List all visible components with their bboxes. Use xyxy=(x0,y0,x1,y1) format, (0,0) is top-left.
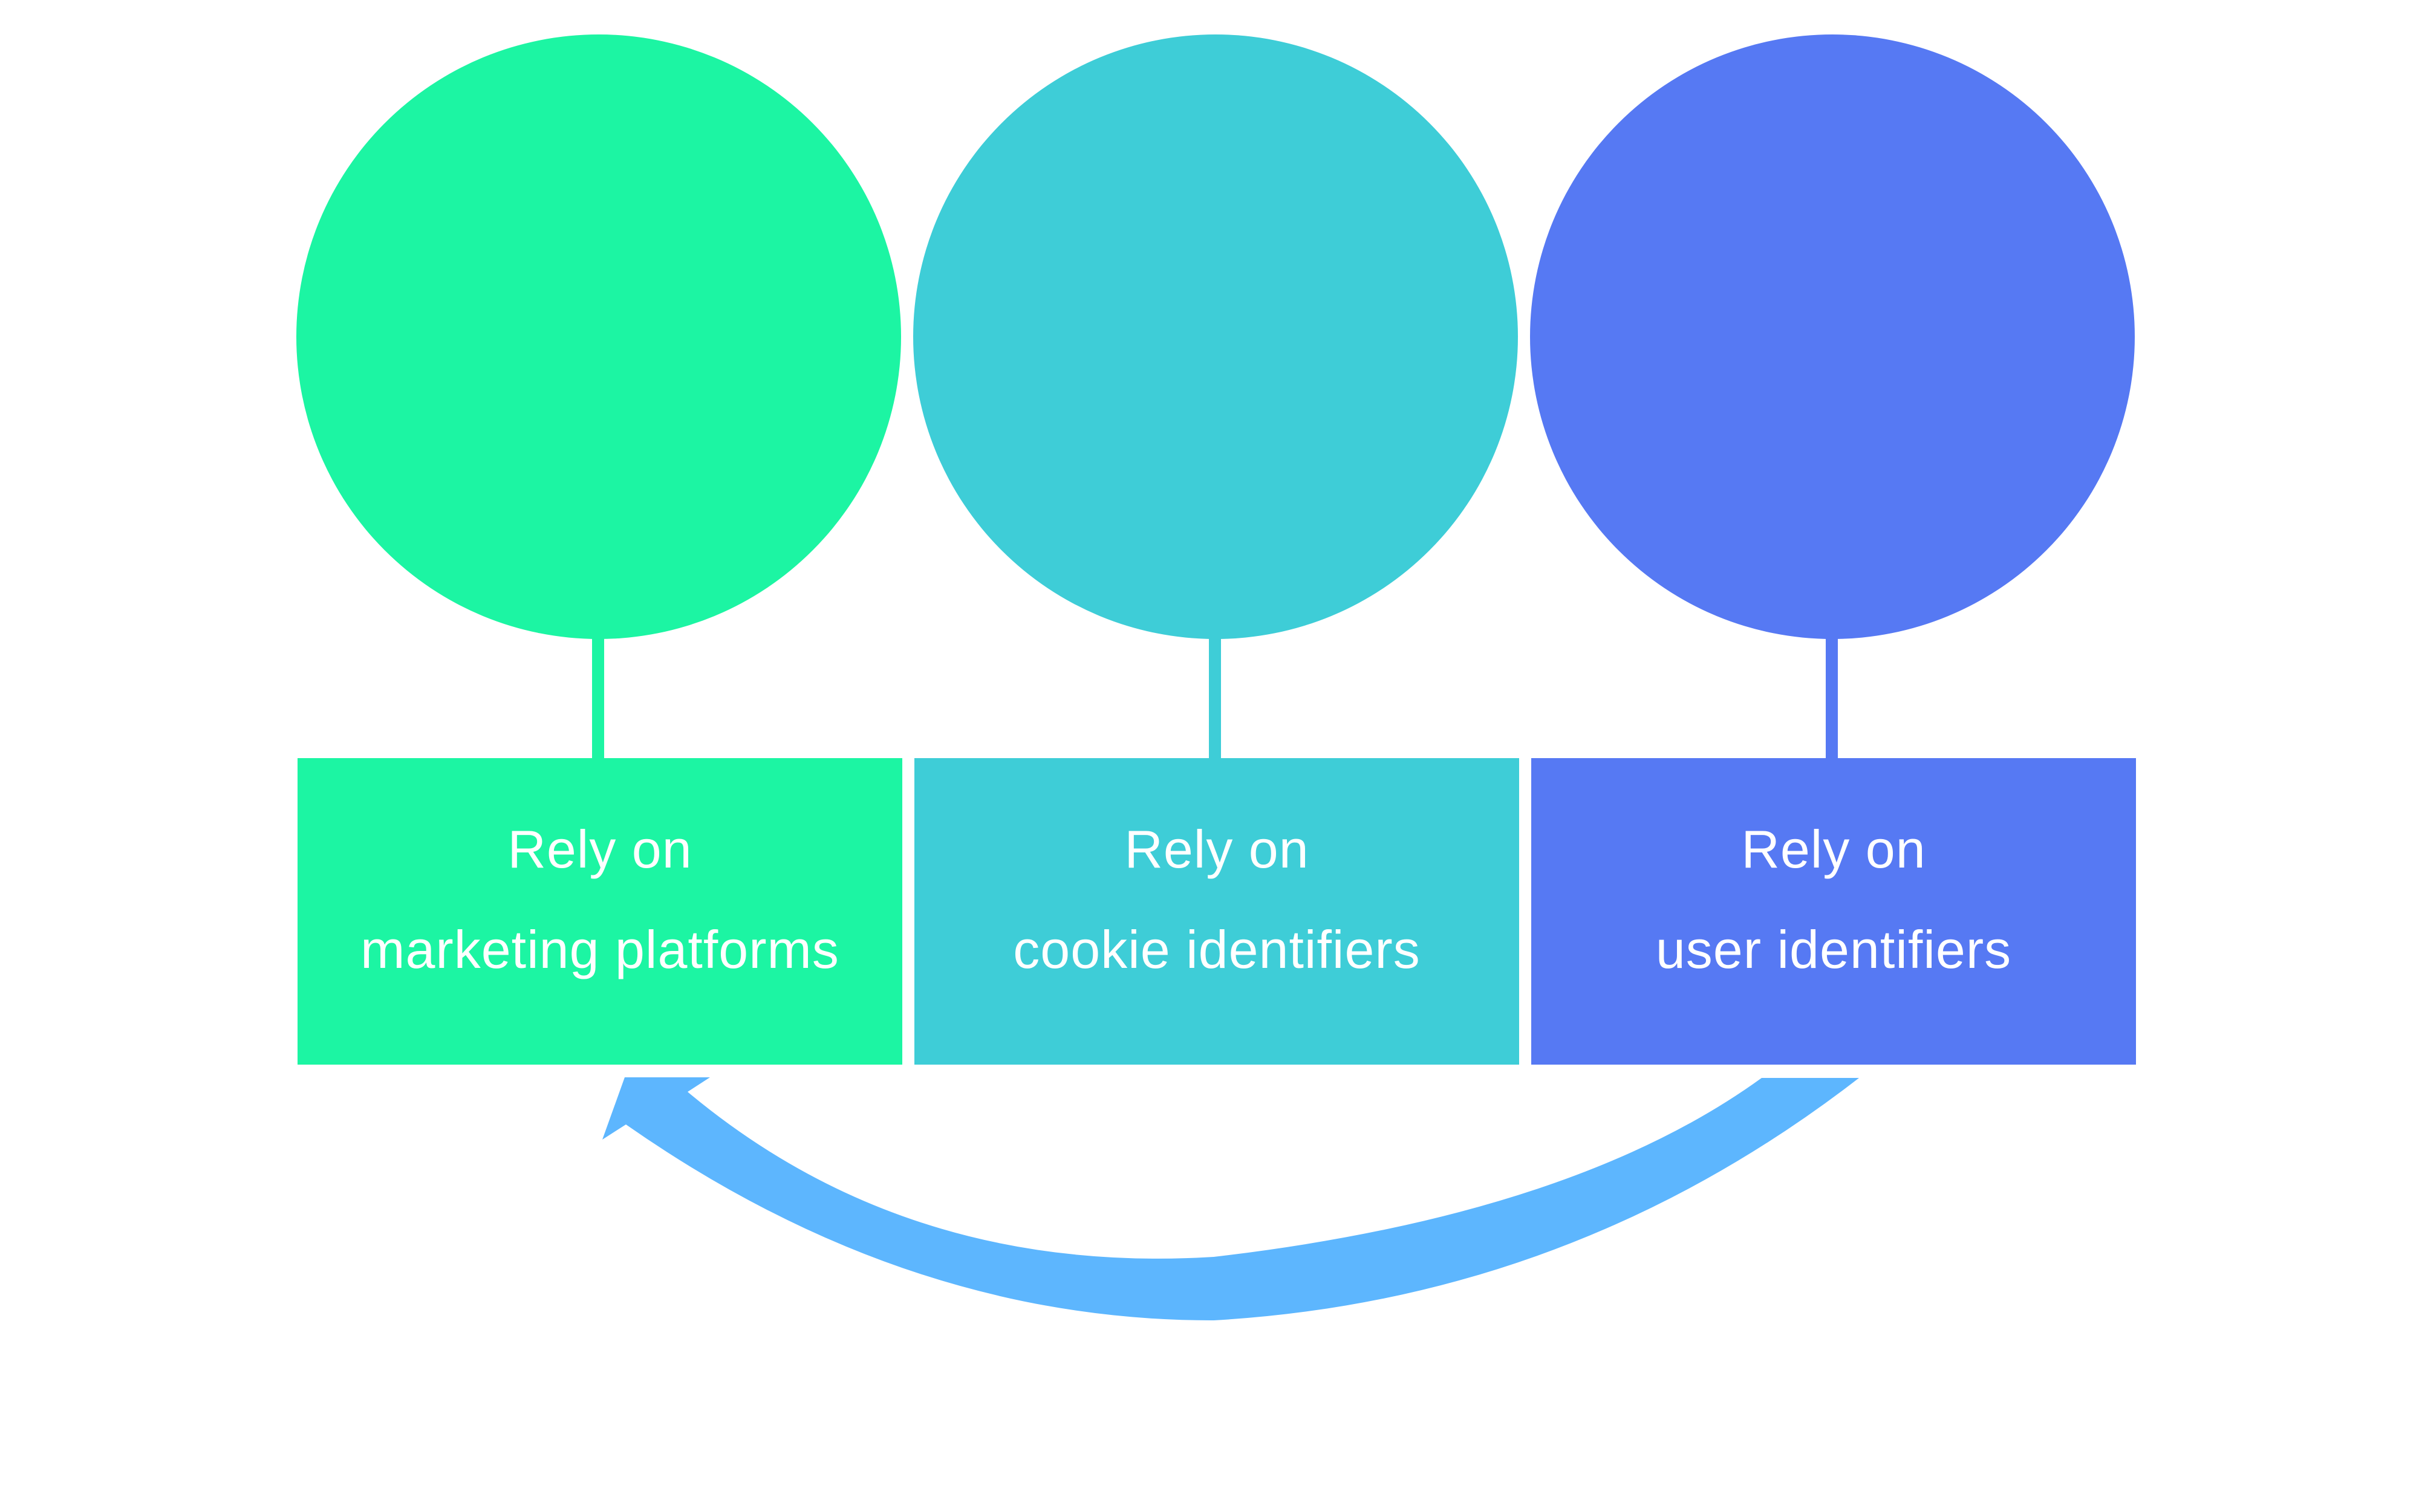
circle-marketing-platforms xyxy=(296,34,901,639)
connector-user-identifiers xyxy=(1826,635,1838,759)
box-line-2: user identifiers xyxy=(1655,919,2012,979)
connector-marketing-platforms xyxy=(592,635,604,759)
box-line-2: cookie identifiers xyxy=(1013,919,1421,979)
connector-cookie-identifiers xyxy=(1209,635,1221,759)
box-line-1: Rely on xyxy=(1124,819,1309,879)
circle-cookie-identifiers xyxy=(913,34,1518,639)
box-line-1: Rely on xyxy=(1741,819,1926,879)
box-marketing-platforms: Rely on marketing platforms xyxy=(298,758,902,1065)
circle-user-identifiers xyxy=(1530,34,2135,639)
box-cookie-identifiers: Rely on cookie identifiers xyxy=(914,758,1519,1065)
box-line-2: marketing platforms xyxy=(360,919,839,979)
arrow-body xyxy=(602,1077,1859,1321)
box-user-identifiers: Rely on user identifiers xyxy=(1531,758,2136,1065)
box-line-1: Rely on xyxy=(507,819,692,879)
